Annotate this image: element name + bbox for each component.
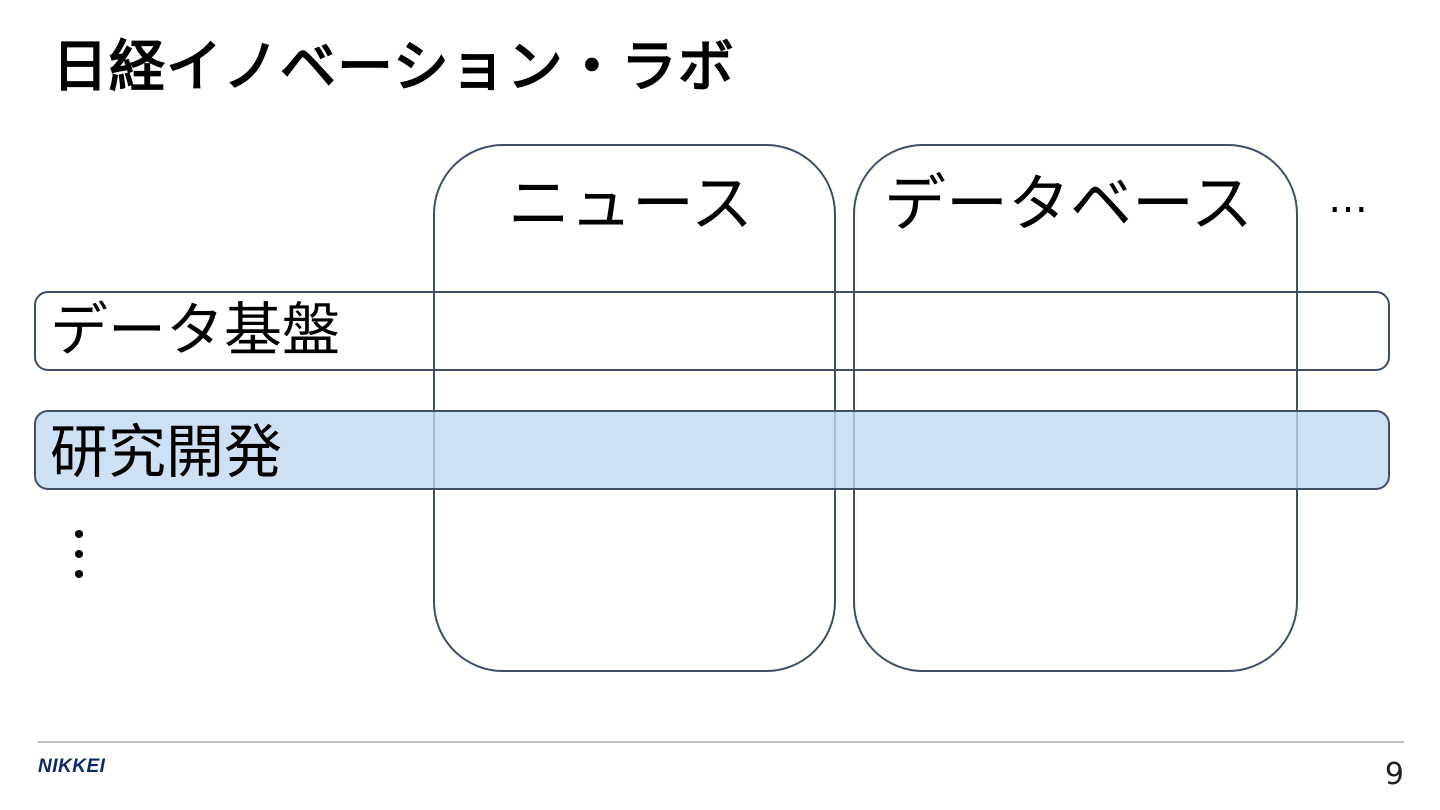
page-number: 9 [1384, 757, 1404, 792]
database-column-box [853, 144, 1298, 672]
ellipsis-dot [75, 570, 83, 578]
research-development-row-label: 研究開発 [50, 418, 283, 486]
nikkei-logo: NIKKEI [38, 756, 106, 777]
ellipsis-dot [75, 550, 83, 558]
more-rows-ellipsis [72, 528, 86, 588]
slide-title: 日経イノベーション・ラボ [52, 35, 735, 100]
database-column-label: データベース [884, 167, 1253, 240]
news-column-label: ニュース [508, 167, 753, 240]
more-columns-ellipsis: … [1328, 176, 1368, 222]
news-column-box [433, 144, 836, 672]
data-platform-row-label: データ基盤 [50, 296, 341, 364]
ellipsis-dot [75, 530, 83, 538]
research-development-row-box [34, 410, 1390, 490]
data-platform-row-box [34, 291, 1390, 371]
footer-divider [38, 741, 1404, 743]
